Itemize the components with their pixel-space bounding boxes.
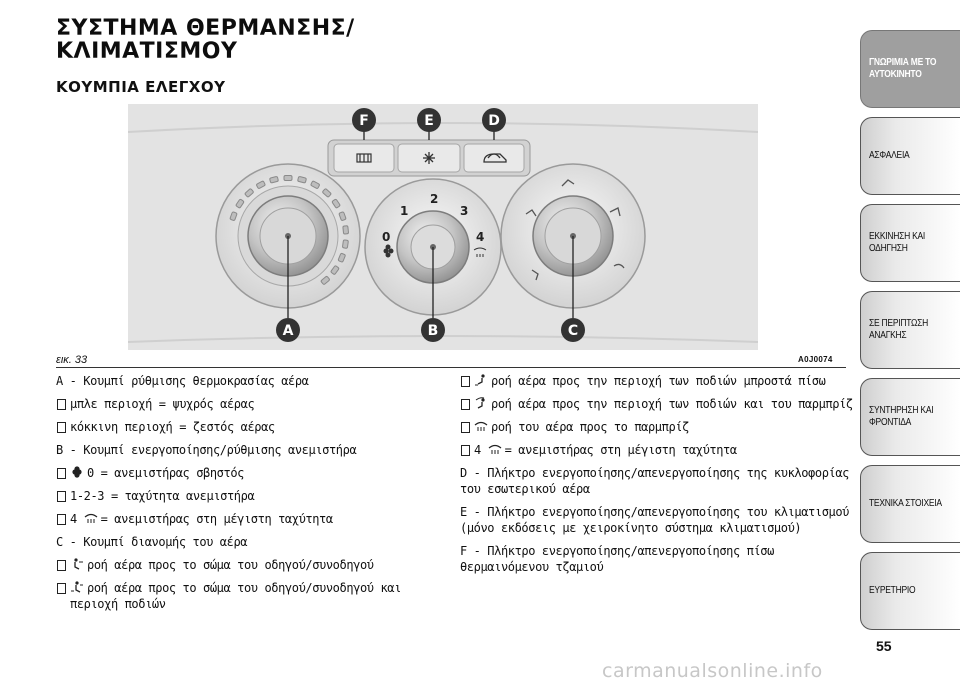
feet-airflow-icon bbox=[475, 374, 485, 386]
item-b-speeds: 1-2-3 = ταχύτητα ανεμιστήρα bbox=[56, 488, 446, 504]
temperature-mark bbox=[337, 253, 346, 263]
page-number: 55 bbox=[876, 638, 892, 654]
rear-defrost-icon bbox=[356, 153, 372, 163]
figure-code: A0J0074 bbox=[798, 355, 833, 364]
temperature-mark bbox=[283, 175, 293, 181]
temperature-mark bbox=[235, 198, 245, 209]
temperature-mark bbox=[310, 180, 320, 189]
item-c-title: C - Κουμπί διανομής του αέρα bbox=[56, 535, 248, 549]
left-column: A - Κουμπί ρύθμισης θερμοκρασίας αέρα μπ… bbox=[56, 373, 446, 619]
item-b-max: 4 = ανεμιστήρας στη μέγιστη ταχύτητα bbox=[56, 511, 446, 527]
svg-text:C: C bbox=[568, 323, 578, 339]
tab-index[interactable]: ΕΥΡΕΤΗΡΙΟ bbox=[860, 552, 960, 630]
temperature-mark bbox=[229, 211, 238, 221]
svg-text:A: A bbox=[283, 323, 294, 339]
callout-c: C bbox=[561, 318, 585, 342]
windscreen-icon bbox=[488, 444, 502, 454]
temperature-mark bbox=[256, 180, 266, 189]
item-a-title: A - Κουμπί ρύθμισης θερμοκρασίας αέρα bbox=[56, 374, 309, 388]
tab-emergency[interactable]: ΣΕ ΠΕΡΙΠΤΩΣΗ ΑΝΑΓΚΗΣ bbox=[860, 291, 960, 369]
item-f-title: F - Πλήκτρο ενεργοποίησης/απενεργοποίηση… bbox=[460, 544, 774, 574]
callout-d: D bbox=[482, 108, 506, 132]
figure-label: εικ. 33 bbox=[56, 354, 88, 366]
svg-text:D: D bbox=[488, 113, 500, 129]
temperature-mark bbox=[338, 211, 347, 221]
windscreen-icon bbox=[474, 421, 488, 431]
item-e-title: E - Πλήκτρο ενεργοποίησης/απενεργοποίηση… bbox=[460, 505, 850, 535]
feet-windscreen-airflow-icon bbox=[475, 397, 485, 409]
recirculation-button[interactable] bbox=[463, 143, 525, 173]
callout-a: A bbox=[276, 318, 300, 342]
climate-control-figure: 2 1 3 0 4 F E D A B C bbox=[128, 104, 758, 350]
body-feet-airflow-icon bbox=[71, 581, 83, 593]
item-c-feet: ροή αέρα προς την περιοχή των ποδιών μπρ… bbox=[460, 373, 856, 389]
windscreen-icon bbox=[84, 513, 98, 523]
item-c-windscreen: ροή του αέρα προς το παρμπρίζ bbox=[460, 419, 856, 435]
temperature-mark bbox=[297, 176, 307, 184]
svg-text:F: F bbox=[359, 113, 369, 129]
item-b-off: 0 = ανεμιστήρας σβηστός bbox=[56, 465, 446, 481]
svg-text:B: B bbox=[428, 323, 439, 339]
item-c-feet-windscreen: ροή αέρα προς την περιοχή των ποδιών και… bbox=[460, 396, 856, 412]
chapter-tabs: ΓΝΩΡΙΜΙΑ ΜΕ ΤΟ ΑΥΤΟΚΙΝΗΤΟ ΑΣΦΑΛΕΙΑ ΕΚΚΙΝ… bbox=[860, 30, 960, 639]
fan-icon bbox=[383, 244, 394, 258]
fan-speed-4: 4 bbox=[476, 230, 484, 244]
temperature-mark bbox=[320, 276, 330, 285]
temperature-mark bbox=[330, 265, 340, 275]
temperature-mark bbox=[331, 198, 341, 209]
fan-speed-1: 1 bbox=[400, 204, 408, 218]
item-d-title: D - Πλήκτρο ενεργοποίησης/απενεργοποίηση… bbox=[460, 466, 850, 496]
temperature-mark bbox=[342, 225, 349, 235]
tab-technical-data[interactable]: ΤΕΧΝΙΚΑ ΣΤΟΙΧΕΙΑ bbox=[860, 465, 960, 543]
page-title: ΣΥΣΤΗΜΑ ΘΕΡΜΑΝΣΗΣ/ ΚΛΙΜΑΤΙΣΜΟΥ bbox=[56, 16, 355, 64]
recirculation-icon bbox=[483, 153, 507, 163]
snowflake-icon bbox=[423, 152, 435, 164]
tab-safety[interactable]: ΑΣΦΑΛΕΙΑ bbox=[860, 117, 960, 195]
temperature-mark bbox=[342, 239, 349, 249]
callout-e: E bbox=[417, 108, 441, 132]
item-c-body-feet: ροή αέρα προς το σώμα του οδηγού/συνοδηγ… bbox=[56, 580, 446, 612]
temperature-mark bbox=[244, 188, 254, 198]
item-a-red: κόκκινη περιοχή = ζεστός αέρας bbox=[56, 419, 446, 435]
distribution-icons bbox=[525, 179, 625, 281]
fan-speed-2: 2 bbox=[430, 192, 438, 206]
tab-starting-driving[interactable]: ΕΚΚΙΝΗΣΗ ΚΑΙ ΟΔΗΓΗΣΗ bbox=[860, 204, 960, 282]
right-column: ροή αέρα προς την περιοχή των ποδιών μπρ… bbox=[460, 373, 856, 582]
tab-getting-to-know-car[interactable]: ΓΝΩΡΙΜΙΑ ΜΕ ΤΟ ΑΥΤΟΚΙΝΗΤΟ bbox=[860, 30, 960, 108]
fan-icon bbox=[72, 466, 82, 478]
fan-speed-3: 3 bbox=[460, 204, 468, 218]
rear-defrost-button[interactable] bbox=[333, 143, 395, 173]
temperature-mark bbox=[269, 176, 279, 184]
figure-divider bbox=[56, 367, 846, 368]
item-c-body: ροή αέρα προς το σώμα του οδηγού/συνοδηγ… bbox=[56, 557, 446, 573]
item-c-max: 4 = ανεμιστήρας στη μέγιστη ταχύτητα bbox=[460, 442, 856, 458]
fan-speed-0: 0 bbox=[382, 230, 390, 244]
temperature-scale bbox=[229, 175, 349, 285]
windscreen-fan-icon bbox=[473, 247, 487, 257]
ac-button[interactable] bbox=[397, 143, 461, 173]
callout-b: B bbox=[421, 318, 445, 342]
temperature-mark bbox=[322, 188, 332, 198]
item-b-title: B - Κουμπί ενεργοποίησης/ρύθμισης ανεμισ… bbox=[56, 443, 357, 457]
callout-f: F bbox=[352, 108, 376, 132]
item-a-blue: μπλε περιοχή = ψυχρός αέρας bbox=[56, 396, 446, 412]
body-airflow-icon bbox=[74, 558, 83, 570]
svg-text:E: E bbox=[424, 113, 434, 129]
watermark: carmanualsonline.info bbox=[602, 660, 823, 682]
section-subtitle: ΚΟΥΜΠΙΑ ΕΛΕΓΧΟΥ bbox=[56, 78, 226, 96]
tab-maintenance[interactable]: ΣΥΝΤΗΡΗΣΗ ΚΑΙ ΦΡΟΝΤΙΔΑ bbox=[860, 378, 960, 456]
